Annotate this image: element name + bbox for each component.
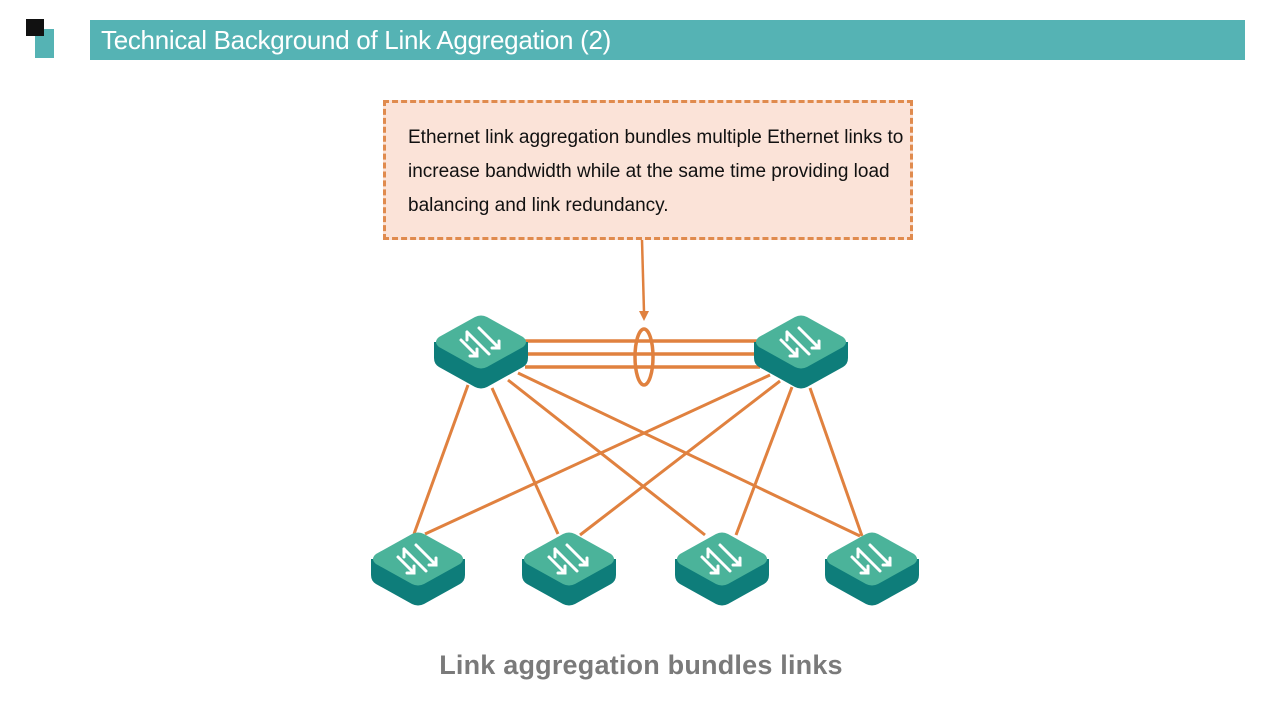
callout-box: Ethernet link aggregation bundles multip… xyxy=(383,100,913,240)
callout-pointer-line xyxy=(640,239,646,313)
uplink-left-1 xyxy=(412,384,470,535)
switch-icon-access-3 xyxy=(673,531,771,607)
callout-pointer-arrowhead xyxy=(639,311,649,321)
diagram-caption: Link aggregation bundles links xyxy=(439,650,843,680)
switch-icon-core-right xyxy=(752,314,850,390)
bundle-ellipse-icon xyxy=(633,327,655,387)
uplink-left-2 xyxy=(490,387,560,535)
uplink-right-3 xyxy=(734,386,794,536)
switch-icon-access-2 xyxy=(520,531,618,607)
uplink-right-4 xyxy=(808,387,864,537)
aggregated-links xyxy=(525,339,760,369)
uplink-left-3 xyxy=(507,378,706,537)
title-decoration-black xyxy=(26,19,44,36)
switch-icon-access-4 xyxy=(823,531,921,607)
uplinks xyxy=(412,371,864,538)
switch-icon-core-left xyxy=(432,314,530,390)
uplink-left-4 xyxy=(517,371,861,538)
uplink-right-2 xyxy=(579,379,781,537)
title-decoration-teal xyxy=(35,29,54,58)
callout-text: Ethernet link aggregation bundles multip… xyxy=(408,127,904,216)
uplink-right-1 xyxy=(424,373,771,536)
switch-icon-access-1 xyxy=(369,531,467,607)
slide-title: Technical Background of Link Aggregation… xyxy=(90,20,1245,60)
